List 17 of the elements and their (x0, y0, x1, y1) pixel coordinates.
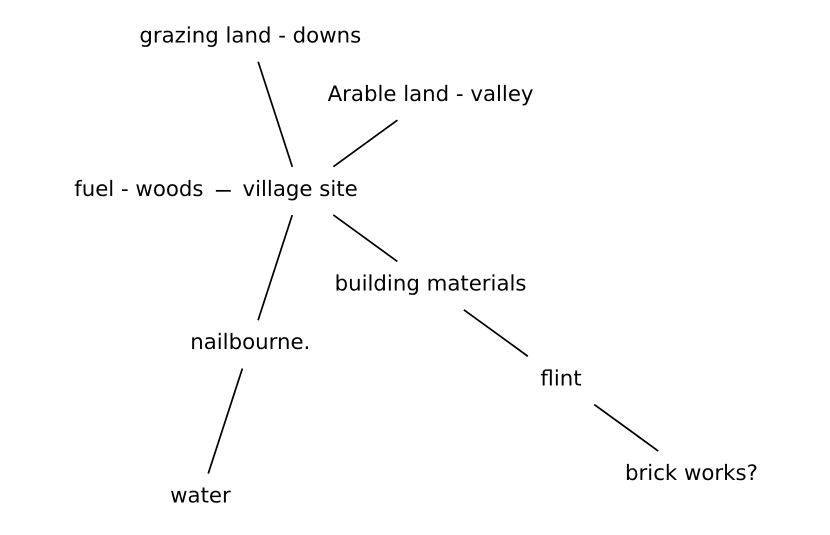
connector (215, 190, 230, 192)
node-text: grazing land - downs (138, 24, 361, 49)
connector (332, 214, 398, 262)
connector (256, 62, 293, 168)
node-text: water (170, 484, 230, 509)
connector (462, 309, 528, 357)
connector (332, 119, 398, 168)
connector (256, 214, 293, 320)
connector (206, 368, 243, 474)
node-text: nailbourne. (190, 330, 310, 356)
node-text: brick works? (624, 461, 758, 486)
node-text: Arable land - valley (327, 82, 534, 108)
node-text: building materials (334, 272, 526, 297)
node-text: fuel - woods (74, 176, 203, 202)
connector (593, 404, 658, 452)
node-text: flint (540, 366, 582, 392)
node-text: village site (242, 176, 358, 202)
